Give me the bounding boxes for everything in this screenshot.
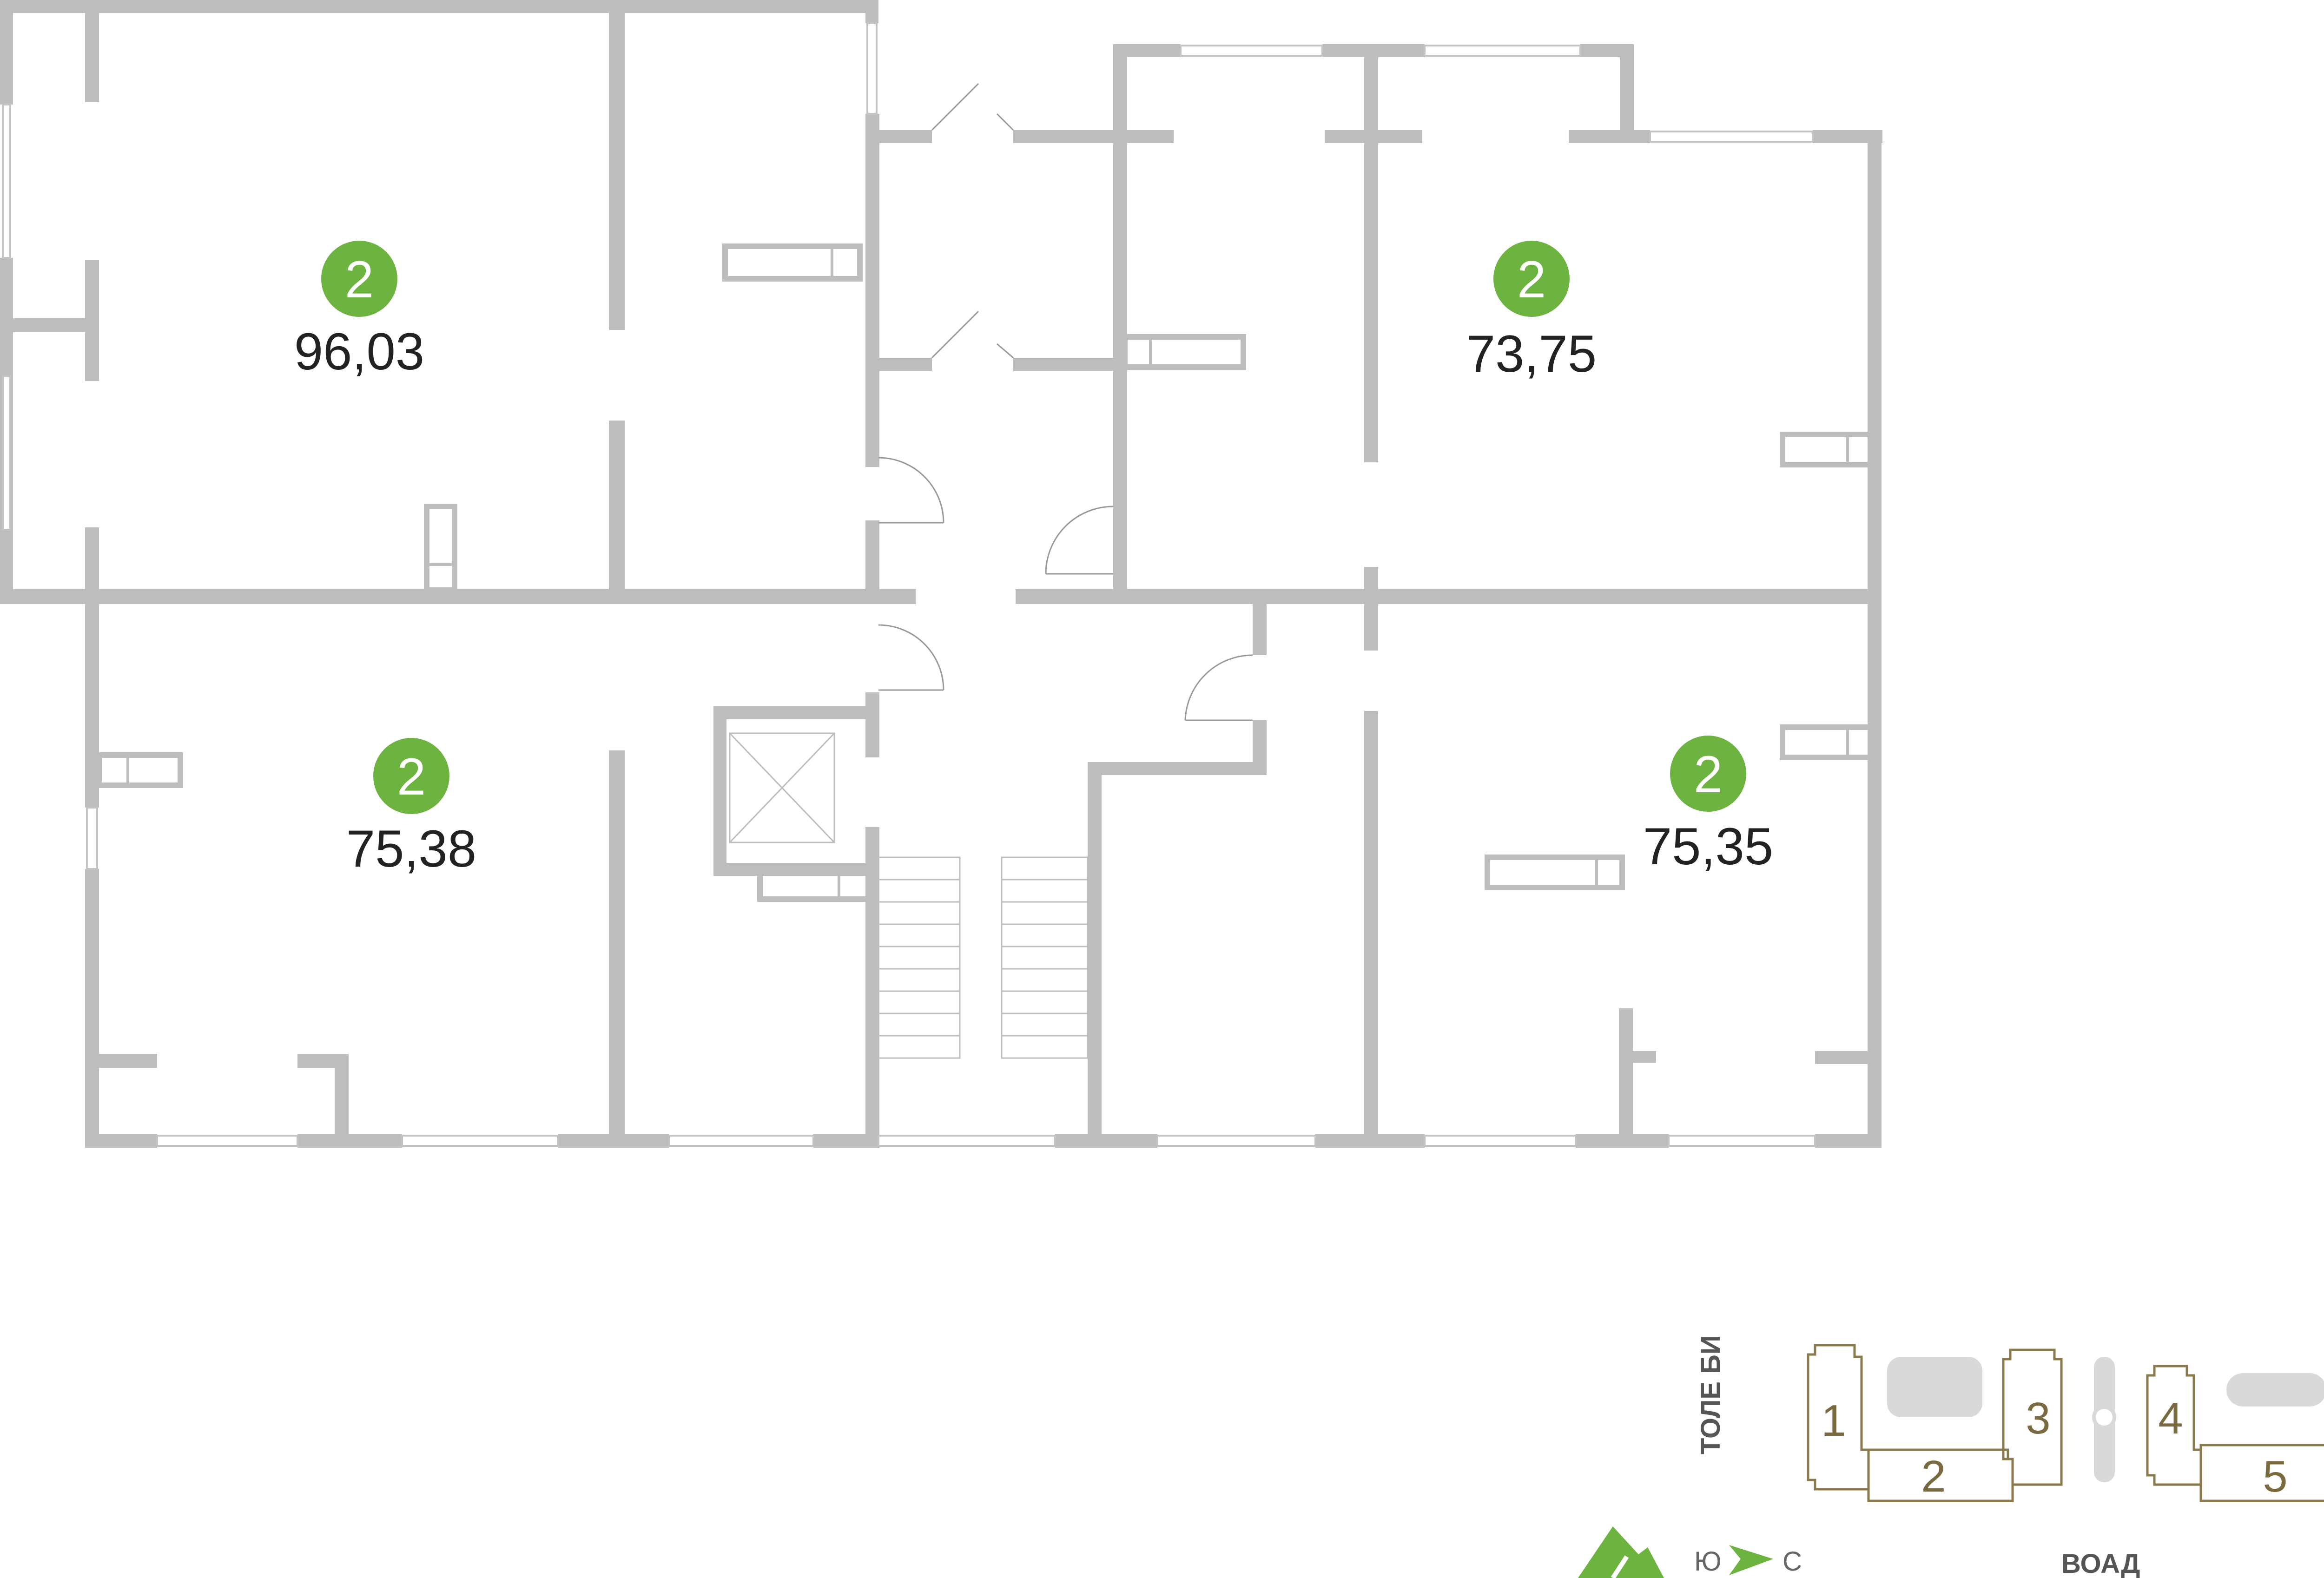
area-value: 73,75 [1466, 325, 1597, 383]
area-value: 75,35 [1643, 817, 1773, 875]
block-number-1: 1 [1821, 1396, 1846, 1446]
area-value: 96,03 [294, 322, 424, 381]
compass-north: С [1783, 1546, 1802, 1577]
path-node [2092, 1405, 2116, 1429]
block-number-2: 2 [1921, 1452, 1946, 1501]
compass-south: Ю [1694, 1546, 1722, 1577]
rooms-count: 2 [397, 748, 426, 806]
windows [2, 22, 1816, 1147]
area-value: 75,38 [346, 820, 476, 878]
stair-flight [878, 856, 961, 1059]
courtyard [2226, 1373, 2324, 1407]
block-outline-3 [2002, 1348, 2063, 1486]
site-map: ТОЛЕ БИ ВОАД 1 2 3 4 5 6 [1696, 1335, 2324, 1578]
elevator [729, 732, 835, 843]
rooms-badge [1493, 241, 1570, 317]
unit-label-1[interactable]: 2 96,03 [294, 241, 424, 381]
unit-label-3[interactable]: 2 75,38 [346, 738, 476, 878]
doors [878, 83, 1253, 721]
street-label-bottom: ВОАД [2061, 1549, 2140, 1578]
ducts [96, 243, 1874, 902]
rooms-badge [373, 738, 449, 814]
rooms-badge [1670, 736, 1746, 812]
walls [0, 0, 1882, 1148]
unit-label-4[interactable]: 2 75,35 [1643, 736, 1773, 875]
rooms-count: 2 [345, 250, 374, 309]
street-label-left: ТОЛЕ БИ [1696, 1335, 1726, 1454]
stairs [878, 856, 1089, 1059]
compass: Ю С [1578, 1526, 1802, 1578]
block-number-3: 3 [2026, 1394, 2050, 1443]
rooms-badge [321, 241, 397, 317]
rooms-count: 2 [1517, 250, 1546, 309]
mountain-icon [1578, 1526, 1664, 1578]
block-number-5: 5 [2263, 1452, 2287, 1501]
arrow-right-icon [1729, 1545, 1773, 1575]
courtyard [1887, 1357, 1982, 1417]
stair-flight [1001, 856, 1089, 1059]
rooms-count: 2 [1694, 745, 1723, 803]
block-outline-5 [2199, 1444, 2324, 1502]
unit-label-2[interactable]: 2 73,75 [1466, 241, 1597, 383]
block-number-4: 4 [2158, 1394, 2183, 1443]
